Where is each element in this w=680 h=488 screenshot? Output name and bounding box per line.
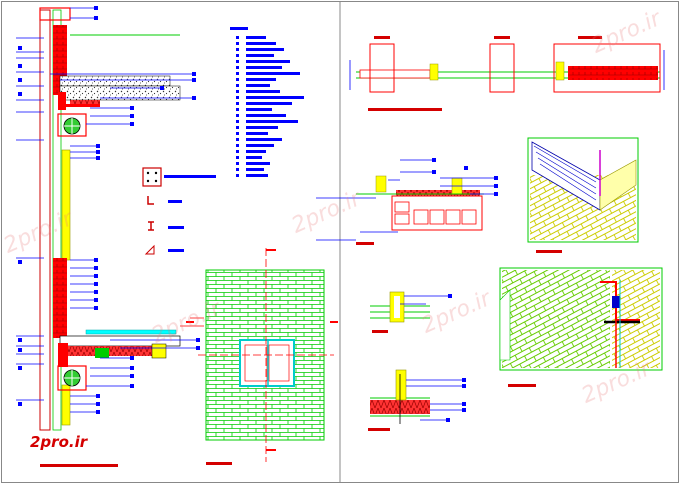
detail-zigzag-layer xyxy=(368,369,466,431)
horizontal-section-detail xyxy=(349,36,665,111)
brick-corner-detail xyxy=(499,267,663,387)
legend-list xyxy=(230,27,304,177)
detail-insulation-small xyxy=(370,291,452,333)
symbol-legend xyxy=(142,167,216,255)
detail-block-row xyxy=(316,158,498,245)
wall-section xyxy=(16,6,200,467)
corner-3d-detail xyxy=(527,137,639,253)
brick-facade xyxy=(186,248,338,465)
site-logo: 2pro.ir xyxy=(30,433,88,451)
